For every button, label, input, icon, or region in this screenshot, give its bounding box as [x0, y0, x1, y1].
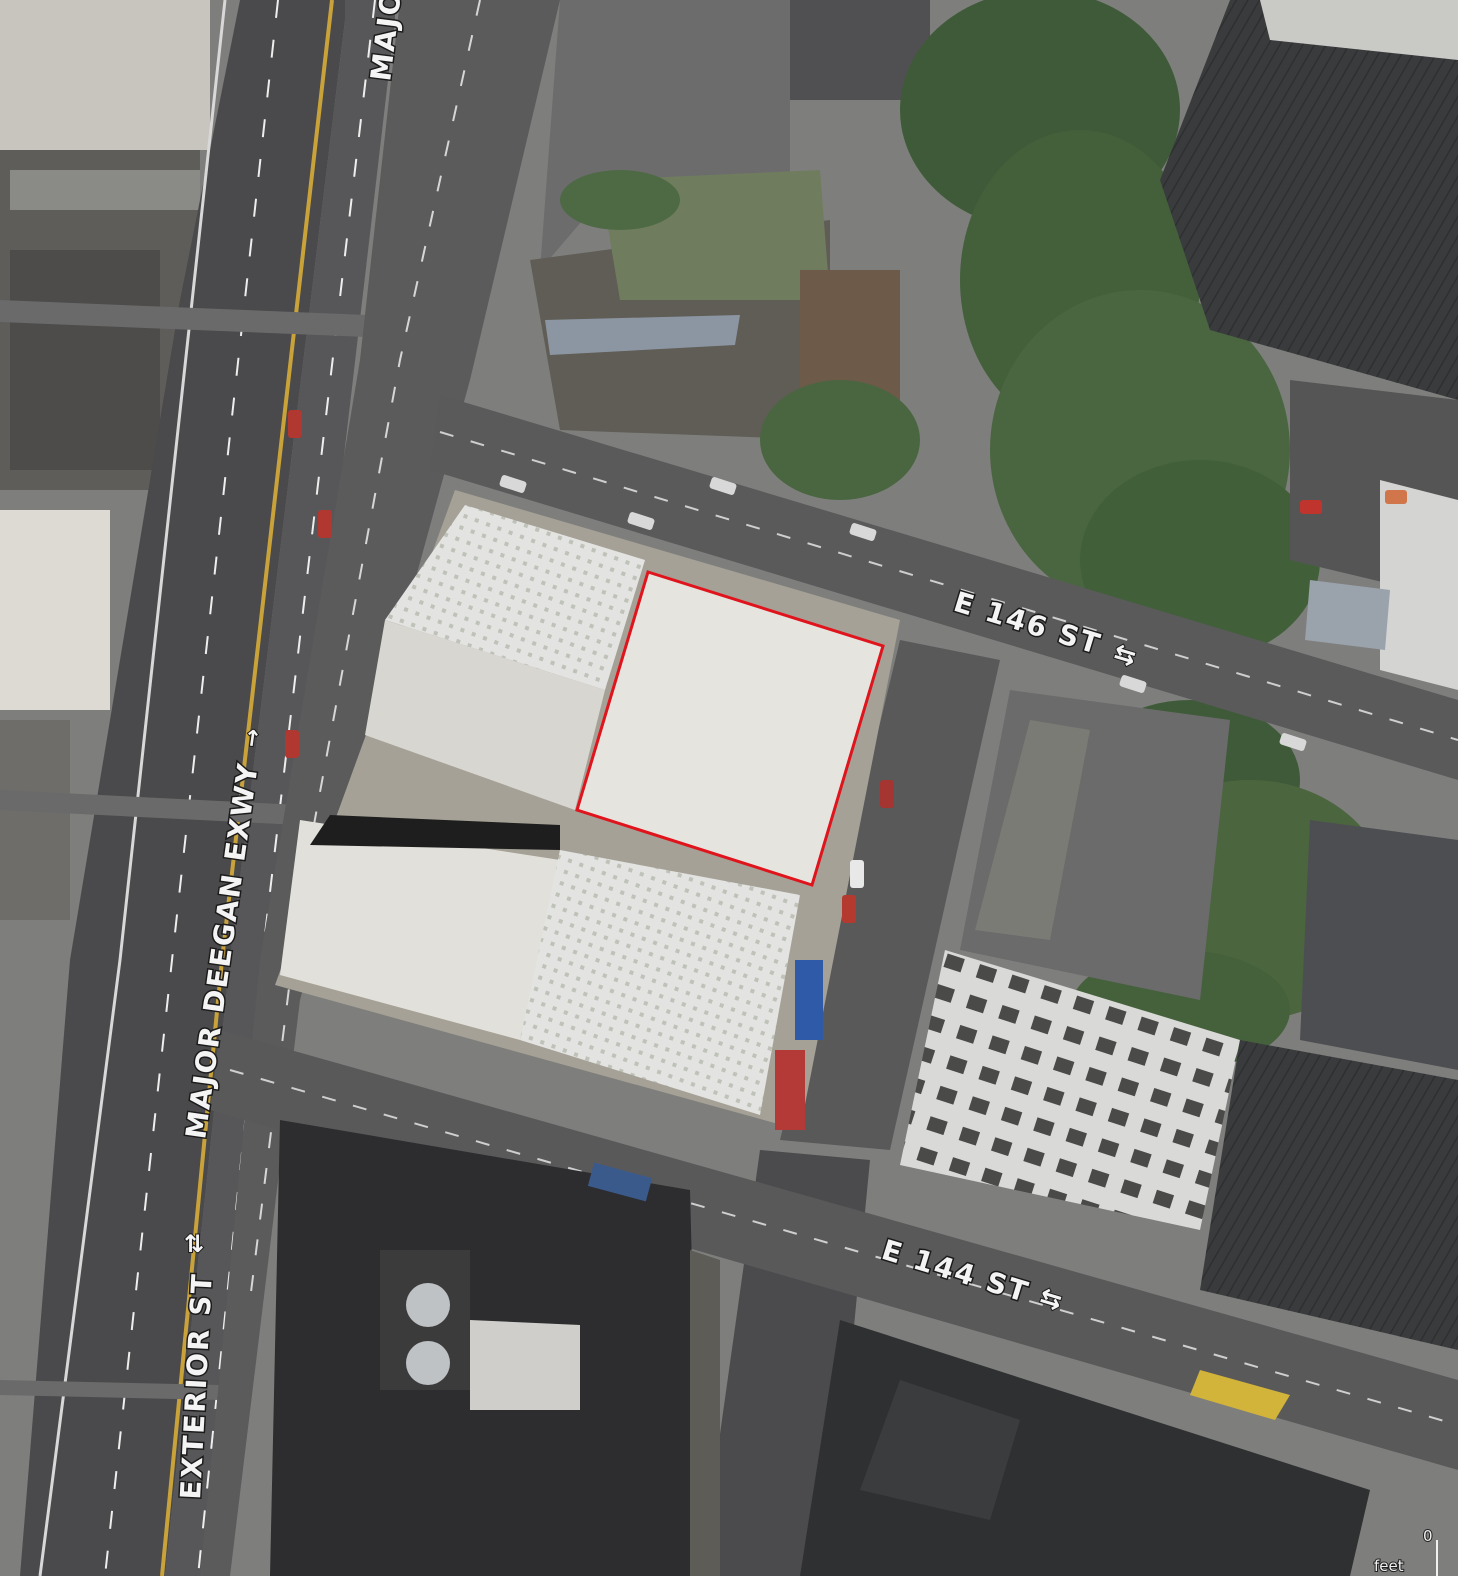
e-144-street: [210, 1030, 1458, 1470]
scale-bar: 0 feet: [1373, 1526, 1438, 1576]
bottom-right-building: [800, 1320, 1370, 1576]
e-146-street: [430, 395, 1458, 780]
scale-zero: 0: [1423, 1527, 1433, 1545]
vehicles: [285, 410, 1407, 1202]
one-way-arrow-icon: →: [239, 727, 266, 749]
bottom-dark-building: [270, 1120, 720, 1576]
label-major-top: MAJO: [364, 0, 408, 83]
highlighted-parcel[interactable]: [575, 570, 885, 887]
scale-unit: feet: [1374, 1557, 1404, 1575]
two-way-vertical-arrow-icon: ⇅: [184, 1230, 204, 1258]
center-block: [275, 490, 900, 1130]
right-top-buildings: [1160, 0, 1458, 690]
top-lot: [530, 0, 930, 440]
right-middle-blocks: [900, 690, 1458, 1350]
